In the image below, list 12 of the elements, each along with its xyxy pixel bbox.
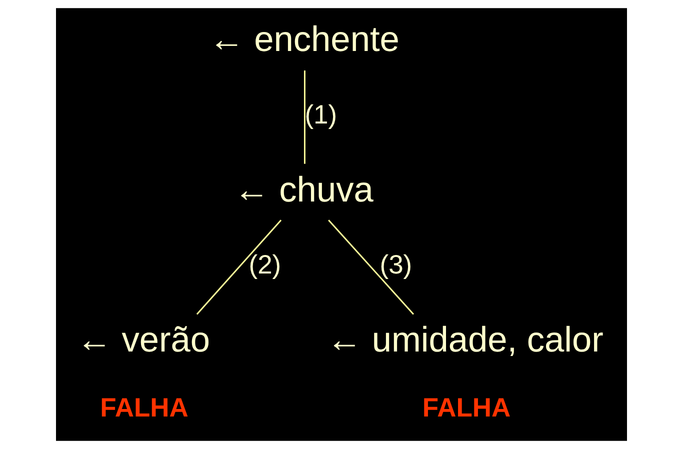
node-label: FALHA xyxy=(422,392,510,422)
edge-label: (3) xyxy=(379,250,412,280)
edge-label: (2) xyxy=(248,250,281,280)
connector xyxy=(328,220,414,315)
node-text: ← umidade, calor xyxy=(326,320,603,360)
connector xyxy=(303,70,305,164)
node-text: ← chuva xyxy=(234,170,373,210)
node-label: FALHA xyxy=(100,392,188,422)
node-text: ← verão xyxy=(76,320,210,360)
node-text: ← enchente xyxy=(208,20,399,60)
connector xyxy=(196,220,282,315)
edge-label: (1) xyxy=(304,100,337,130)
